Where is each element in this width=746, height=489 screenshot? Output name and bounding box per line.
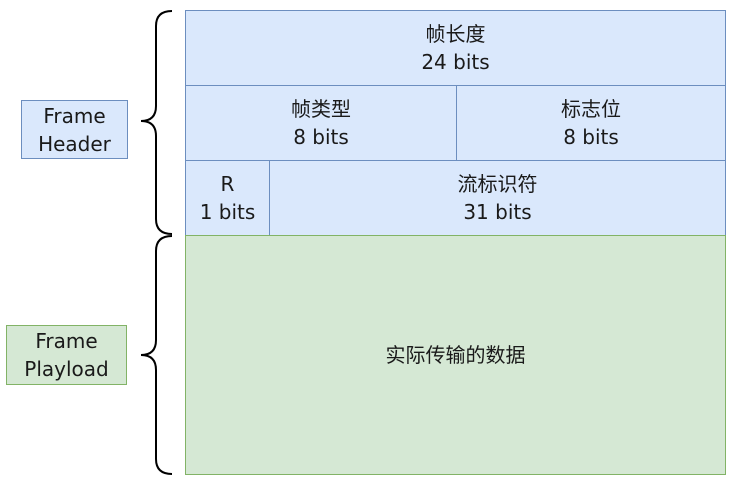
field-flags-size: 8 bits xyxy=(563,125,619,149)
field-length: 帧长度 24 bits xyxy=(185,10,726,86)
frame-payload-label-line2: Playload xyxy=(24,357,109,381)
frame-payload-label: Frame Playload xyxy=(6,325,127,385)
field-type: 帧类型 8 bits xyxy=(185,85,457,161)
field-type-name: 帧类型 xyxy=(291,97,351,121)
field-reserved: R 1 bits xyxy=(185,160,270,236)
field-stream-id-name: 流标识符 xyxy=(457,172,538,196)
frame-header-label: Frame Header xyxy=(21,100,128,159)
field-length-size: 24 bits xyxy=(421,50,490,74)
field-flags-name: 标志位 xyxy=(561,97,621,121)
frame-payload-label-line1: Frame xyxy=(35,329,98,353)
field-length-name: 帧长度 xyxy=(425,22,486,46)
frame-header-label-line2: Header xyxy=(38,131,111,156)
field-flags: 标志位 8 bits xyxy=(456,85,726,161)
payload-brace xyxy=(140,235,173,475)
frame-header-label-line1: Frame xyxy=(43,103,106,128)
field-stream-id-size: 31 bits xyxy=(463,200,532,224)
field-type-size: 8 bits xyxy=(293,125,349,149)
header-brace xyxy=(140,10,173,235)
payload-box: 实际传输的数据 xyxy=(185,235,726,475)
field-reserved-name: R xyxy=(220,172,235,196)
payload-text: 实际传输的数据 xyxy=(385,343,526,367)
field-reserved-size: 1 bits xyxy=(199,200,256,224)
field-stream-id: 流标识符 31 bits xyxy=(269,160,726,236)
